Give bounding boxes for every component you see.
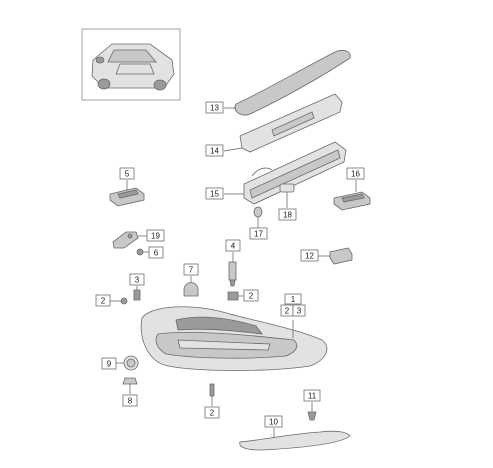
callout-13: 13 bbox=[205, 101, 224, 114]
callout-3: 3 bbox=[129, 273, 145, 286]
callout-6-label: 6 bbox=[154, 249, 159, 258]
part-15-light-housing bbox=[224, 141, 347, 205]
callout-15: 15 bbox=[205, 187, 224, 200]
part-4-bulb-socket bbox=[228, 252, 237, 287]
part-7-cap bbox=[183, 276, 199, 297]
callout-5-label: 5 bbox=[125, 170, 130, 179]
callout-2-left-label: 2 bbox=[101, 297, 106, 306]
part-13-top-trim-strip bbox=[224, 50, 351, 116]
part-11-clip bbox=[307, 402, 317, 421]
part-16-socket-block bbox=[333, 180, 371, 211]
callout-1-label: 1 bbox=[291, 295, 296, 304]
part-19-small-bracket bbox=[112, 231, 147, 249]
callout-12: 12 bbox=[300, 249, 319, 262]
callout-1-group: 1 2 3 bbox=[280, 293, 306, 317]
part-2-nut-middle bbox=[227, 291, 244, 301]
vehicle-thumbnail bbox=[81, 28, 181, 101]
callout-2-middle: 2 bbox=[243, 289, 259, 302]
part-8-plug bbox=[122, 377, 138, 394]
callout-10: 10 bbox=[264, 415, 283, 428]
callout-14-label: 14 bbox=[210, 147, 219, 156]
callout-6: 6 bbox=[148, 246, 164, 259]
callout-15-label: 15 bbox=[210, 190, 219, 199]
callout-16-label: 16 bbox=[351, 170, 360, 179]
part-1-tail-lamp bbox=[140, 306, 328, 371]
callout-7: 7 bbox=[183, 263, 199, 276]
callout-7-label: 7 bbox=[189, 266, 194, 275]
part-5-socket-block bbox=[109, 180, 145, 207]
callout-17: 17 bbox=[249, 227, 268, 240]
callout-3-label: 3 bbox=[135, 276, 140, 285]
callout-11: 11 bbox=[303, 389, 321, 402]
callout-2-middle-label: 2 bbox=[249, 292, 254, 301]
callout-19-label: 19 bbox=[151, 232, 160, 241]
callout-18-label: 18 bbox=[283, 211, 292, 220]
part-2-screw-bottom bbox=[209, 383, 215, 406]
callout-2-left: 2 bbox=[95, 294, 111, 307]
part-12-connector bbox=[318, 247, 353, 265]
callout-1-sub-3-label: 3 bbox=[297, 307, 302, 316]
callout-2-bottom: 2 bbox=[204, 406, 220, 419]
callout-17-label: 17 bbox=[254, 230, 263, 239]
callout-12-label: 12 bbox=[305, 252, 314, 261]
part-18-seal bbox=[279, 183, 295, 208]
part-3-bolt bbox=[133, 286, 141, 301]
callout-13-label: 13 bbox=[210, 104, 219, 113]
callout-8: 8 bbox=[122, 394, 138, 407]
part-2-screw-left bbox=[110, 297, 128, 305]
callout-10-label: 10 bbox=[269, 418, 278, 427]
callout-19: 19 bbox=[146, 229, 165, 242]
part-14-mounting-bracket bbox=[223, 93, 343, 153]
callout-4-label: 4 bbox=[231, 242, 236, 251]
callout-9-label: 9 bbox=[107, 360, 112, 369]
part-6-screw bbox=[136, 248, 149, 256]
callout-14: 14 bbox=[205, 144, 224, 157]
callout-9: 9 bbox=[101, 357, 117, 370]
callout-2-bottom-label: 2 bbox=[210, 409, 215, 418]
part-17-grommet bbox=[253, 206, 263, 228]
callout-11-label: 11 bbox=[308, 392, 317, 401]
callout-1-sub-2-label: 2 bbox=[285, 307, 290, 316]
callout-18: 18 bbox=[278, 208, 297, 221]
part-9-ring bbox=[116, 355, 139, 371]
callout-4: 4 bbox=[225, 239, 241, 252]
callout-16: 16 bbox=[346, 167, 365, 180]
part-10-reflector-strip bbox=[239, 428, 351, 451]
callout-8-label: 8 bbox=[128, 397, 133, 406]
callout-5: 5 bbox=[119, 167, 135, 180]
